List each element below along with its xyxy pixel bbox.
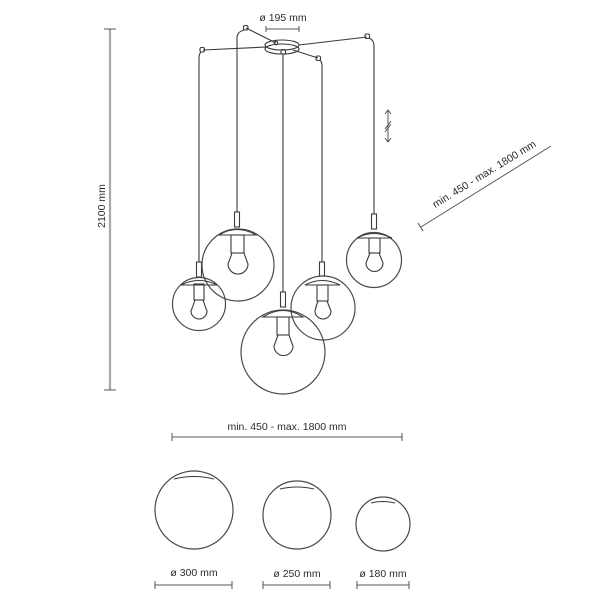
globe-180-label: ø 180 mm [359,568,407,580]
canopy-screw [273,40,279,46]
pendant-right-mid [290,261,356,341]
arm-right [298,36,368,46]
canopy-dimension: ø 195 mm [259,12,307,32]
pendant-left-small [171,261,227,332]
globe-300-shape [154,470,234,550]
cables [198,29,375,292]
height-dimension-label: 2100 mm [96,184,108,228]
pendant-mid-left [201,211,275,302]
globe-250-label: ø 250 mm [273,568,321,580]
cable-lower-right [319,59,323,262]
spread-width-dimension: min. 450 - max. 1800 mm [171,421,403,441]
cable-length-dimension-line [420,145,552,228]
globe-180-opening [370,500,396,504]
pendant-right [345,213,403,289]
pendant-bottom-large [240,291,326,395]
cable-right [368,37,375,214]
globe-180-shape [355,496,411,552]
hook-right [364,33,371,40]
cable-length-dimension: min. 450 - max. 1800 mm [417,138,552,232]
cable-length-dimension-label: min. 450 - max. 1800 mm [431,138,539,211]
globe-250: ø 250 mm [262,480,332,589]
canopy [199,24,371,62]
canopy-dimension-label: ø 195 mm [259,12,307,24]
height-dimension: 2100 mm [96,28,116,391]
cable-length-dimension-tick [417,222,424,232]
arm-upper-left [245,27,277,44]
spread-width-label: min. 450 - max. 1800 mm [227,421,346,433]
adjustable-length-icon [384,109,392,143]
globe-300: ø 300 mm [154,470,234,589]
hook-upper-left [242,24,249,31]
globe-250-opening [279,486,315,490]
cable-upper-left [236,29,245,212]
cable-left [198,51,202,262]
globe-180: ø 180 mm [355,496,411,589]
globe-250-shape [262,480,332,550]
arm-left [202,46,267,51]
globe-300-opening [173,475,215,480]
globe-300-label: ø 300 mm [170,567,218,579]
hook-lower-right [315,55,322,62]
hook-left [199,46,206,53]
